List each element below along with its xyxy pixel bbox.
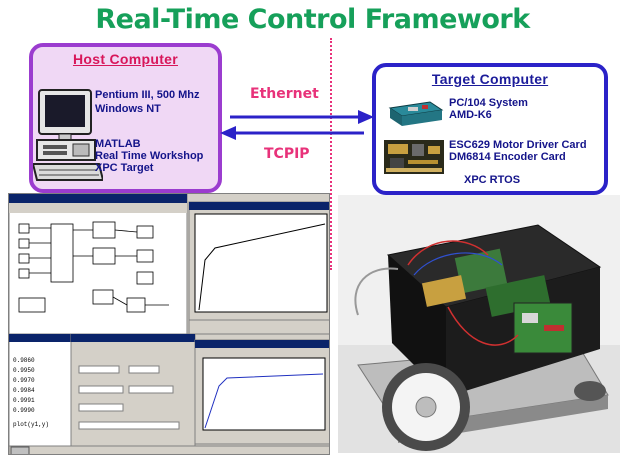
- svg-text:0.9991: 0.9991: [13, 397, 35, 404]
- svg-text:0.9984: 0.9984: [13, 387, 35, 394]
- diagram-title: Real-Time Control Framework: [95, 4, 530, 35]
- ethernet-label: Ethernet: [250, 86, 319, 102]
- desktop-computer-icon: [33, 89, 103, 181]
- simulink-screenshot-image: 0.9860 0.9950 0.9970 0.9984 0.9991 0.999…: [8, 193, 330, 455]
- host-cpu-spec: Pentium III, 500 Mhz: [95, 89, 200, 101]
- bidirectional-arrow-icon: [220, 110, 374, 140]
- pc104-board-icon: [388, 101, 444, 126]
- tcpip-label: TCPIP: [264, 146, 310, 162]
- svg-text:plot(y1,y): plot(y1,y): [13, 421, 49, 428]
- simulink-screenshot-drawing: 0.9860 0.9950 0.9970 0.9984 0.9991 0.999…: [9, 194, 329, 454]
- host-matlab-spec: MATLAB: [95, 138, 141, 150]
- target-computer-heading: Target Computer: [431, 71, 549, 87]
- host-os-spec: Windows NT: [95, 103, 161, 115]
- robot-photo-drawing: [338, 195, 620, 453]
- target-rtos-spec: XPC RTOS: [464, 174, 521, 186]
- target-encoder-card-spec: DM6814 Encoder Card: [449, 151, 566, 163]
- target-motor-card-spec: ESC629 Motor Driver Card: [449, 139, 587, 151]
- target-cpu-spec: AMD-K6: [449, 109, 492, 121]
- driver-card-icon: [384, 140, 444, 174]
- svg-text:0.9970: 0.9970: [13, 377, 35, 384]
- host-rtw-spec: Real Time Workshop: [95, 150, 204, 162]
- divider-dotted-line: [330, 38, 332, 270]
- host-xpc-spec: XPC Target: [95, 162, 154, 174]
- target-pc104-spec: PC/104 System: [449, 97, 528, 109]
- host-computer-heading: Host Computer: [72, 51, 178, 67]
- svg-text:0.9950: 0.9950: [13, 367, 35, 374]
- svg-text:0.9860: 0.9860: [13, 357, 35, 364]
- robot-photo-image: [338, 195, 620, 453]
- svg-text:0.9990: 0.9990: [13, 407, 35, 414]
